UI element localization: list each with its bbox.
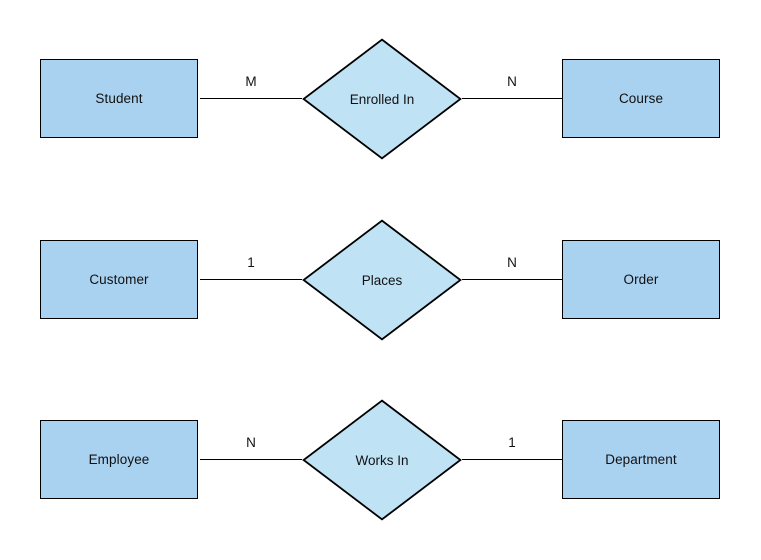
entity-label: Order <box>623 272 659 287</box>
connector-line-right <box>462 279 562 280</box>
er-relationship-row: Student M Enrolled In N Course <box>0 29 761 169</box>
entity-label: Customer <box>89 272 149 287</box>
connector-line-left <box>200 279 302 280</box>
entity-box-left[interactable]: Student <box>40 59 198 138</box>
cardinality-label-right: 1 <box>508 435 516 450</box>
cardinality-label-left: M <box>245 74 257 89</box>
cardinality-label-left: 1 <box>247 255 255 270</box>
entity-label: Department <box>605 452 677 467</box>
connector-line-right <box>462 98 562 99</box>
relationship-diamond[interactable]: Enrolled In <box>302 38 462 160</box>
diamond-shape-icon <box>302 219 462 341</box>
diamond-shape-icon <box>302 38 462 160</box>
entity-box-right[interactable]: Order <box>562 240 720 319</box>
entity-label: Employee <box>88 452 150 467</box>
connector-line-left <box>200 459 302 460</box>
entity-label: Course <box>618 91 664 106</box>
relationship-diamond[interactable]: Works In <box>302 399 462 521</box>
relationship-diamond[interactable]: Places <box>302 219 462 341</box>
entity-box-left[interactable]: Customer <box>40 240 198 319</box>
diamond-shape-icon <box>302 399 462 521</box>
cardinality-label-right: N <box>507 255 517 270</box>
entity-box-right[interactable]: Course <box>562 59 720 138</box>
entity-box-right[interactable]: Department <box>562 420 720 499</box>
er-relationship-row: Customer 1 Places N Order <box>0 210 761 350</box>
entity-box-left[interactable]: Employee <box>40 420 198 499</box>
cardinality-label-left: N <box>246 435 256 450</box>
cardinality-label-right: N <box>507 74 517 89</box>
connector-line-left <box>200 98 302 99</box>
entity-label: Student <box>95 91 143 106</box>
connector-line-right <box>462 459 562 460</box>
er-relationship-row: Employee N Works In 1 Department <box>0 390 761 530</box>
